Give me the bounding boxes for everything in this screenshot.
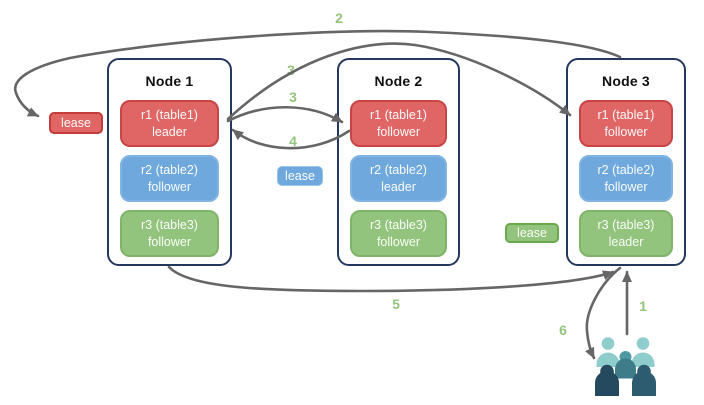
node-3-container: Node 3 r1 (table1) follower r2 (table2) … [566, 58, 686, 266]
replica-name: r2 (table2) [141, 163, 198, 178]
node-2-container: Node 2 r1 (table1) follower r2 (table2) … [337, 58, 460, 266]
lease-r2-badge: lease [277, 166, 323, 186]
step-3a-label: 3 [287, 62, 295, 78]
node3-r3-leader-box: r3 (table3) leader [579, 210, 673, 257]
replica-name: r1 (table1) [370, 108, 427, 123]
replica-name: r3 (table3) [597, 218, 655, 233]
node2-r3-follower-box: r3 (table3) follower [350, 210, 447, 257]
replica-role: follower [604, 124, 648, 139]
node2-r1-follower-box: r1 (table1) follower [350, 100, 447, 147]
replica-name: r2 (table2) [597, 163, 655, 178]
replica-name: r1 (table1) [597, 108, 655, 123]
step-6-label: 6 [559, 322, 567, 338]
replica-name: r3 (table3) [370, 218, 427, 233]
lease-r1-badge: lease [49, 112, 103, 134]
clients-icon [595, 337, 656, 396]
replica-role: follower [376, 234, 421, 249]
replica-role: follower [604, 179, 648, 194]
node2-r2-leader-box: r2 (table2) leader [350, 155, 447, 202]
node1-r3-follower-box: r3 (table3) follower [120, 210, 219, 257]
replica-role: leader [608, 234, 644, 249]
step-5-label: 5 [392, 296, 400, 312]
arrow-step-2 [13, 29, 622, 118]
arrow-step-3-to-node2 [226, 105, 344, 124]
lease-r3-badge: lease [505, 223, 559, 243]
node-2-title: Node 2 [374, 73, 423, 89]
node-3-title: Node 3 [602, 73, 650, 89]
replica-name: r2 (table2) [370, 163, 427, 178]
arrow-step-6 [585, 266, 622, 360]
replica-name: r1 (table1) [141, 108, 198, 123]
step-4-label: 4 [289, 133, 297, 149]
replica-role: leader [152, 124, 187, 139]
replica-name: r3 (table3) [141, 218, 198, 233]
replica-role: follower [376, 124, 421, 139]
replica-role: follower [147, 234, 192, 249]
node1-r1-leader-box: r1 (table1) leader [120, 100, 219, 147]
step-2-label: 2 [335, 10, 343, 26]
step-1-label: 1 [639, 298, 647, 314]
node3-r1-follower-box: r1 (table1) follower [579, 100, 673, 147]
node3-r2-follower-box: r2 (table2) follower [579, 155, 673, 202]
node1-r2-follower-box: r2 (table2) follower [120, 155, 219, 202]
node-1-title: Node 1 [145, 73, 194, 89]
step-3b-label: 3 [289, 89, 297, 105]
arrow-step-5 [167, 265, 615, 293]
node-1-container: Node 1 r1 (table1) leader r2 (table2) fo… [107, 58, 232, 266]
replica-role: leader [381, 179, 416, 194]
replica-role: follower [147, 179, 192, 194]
